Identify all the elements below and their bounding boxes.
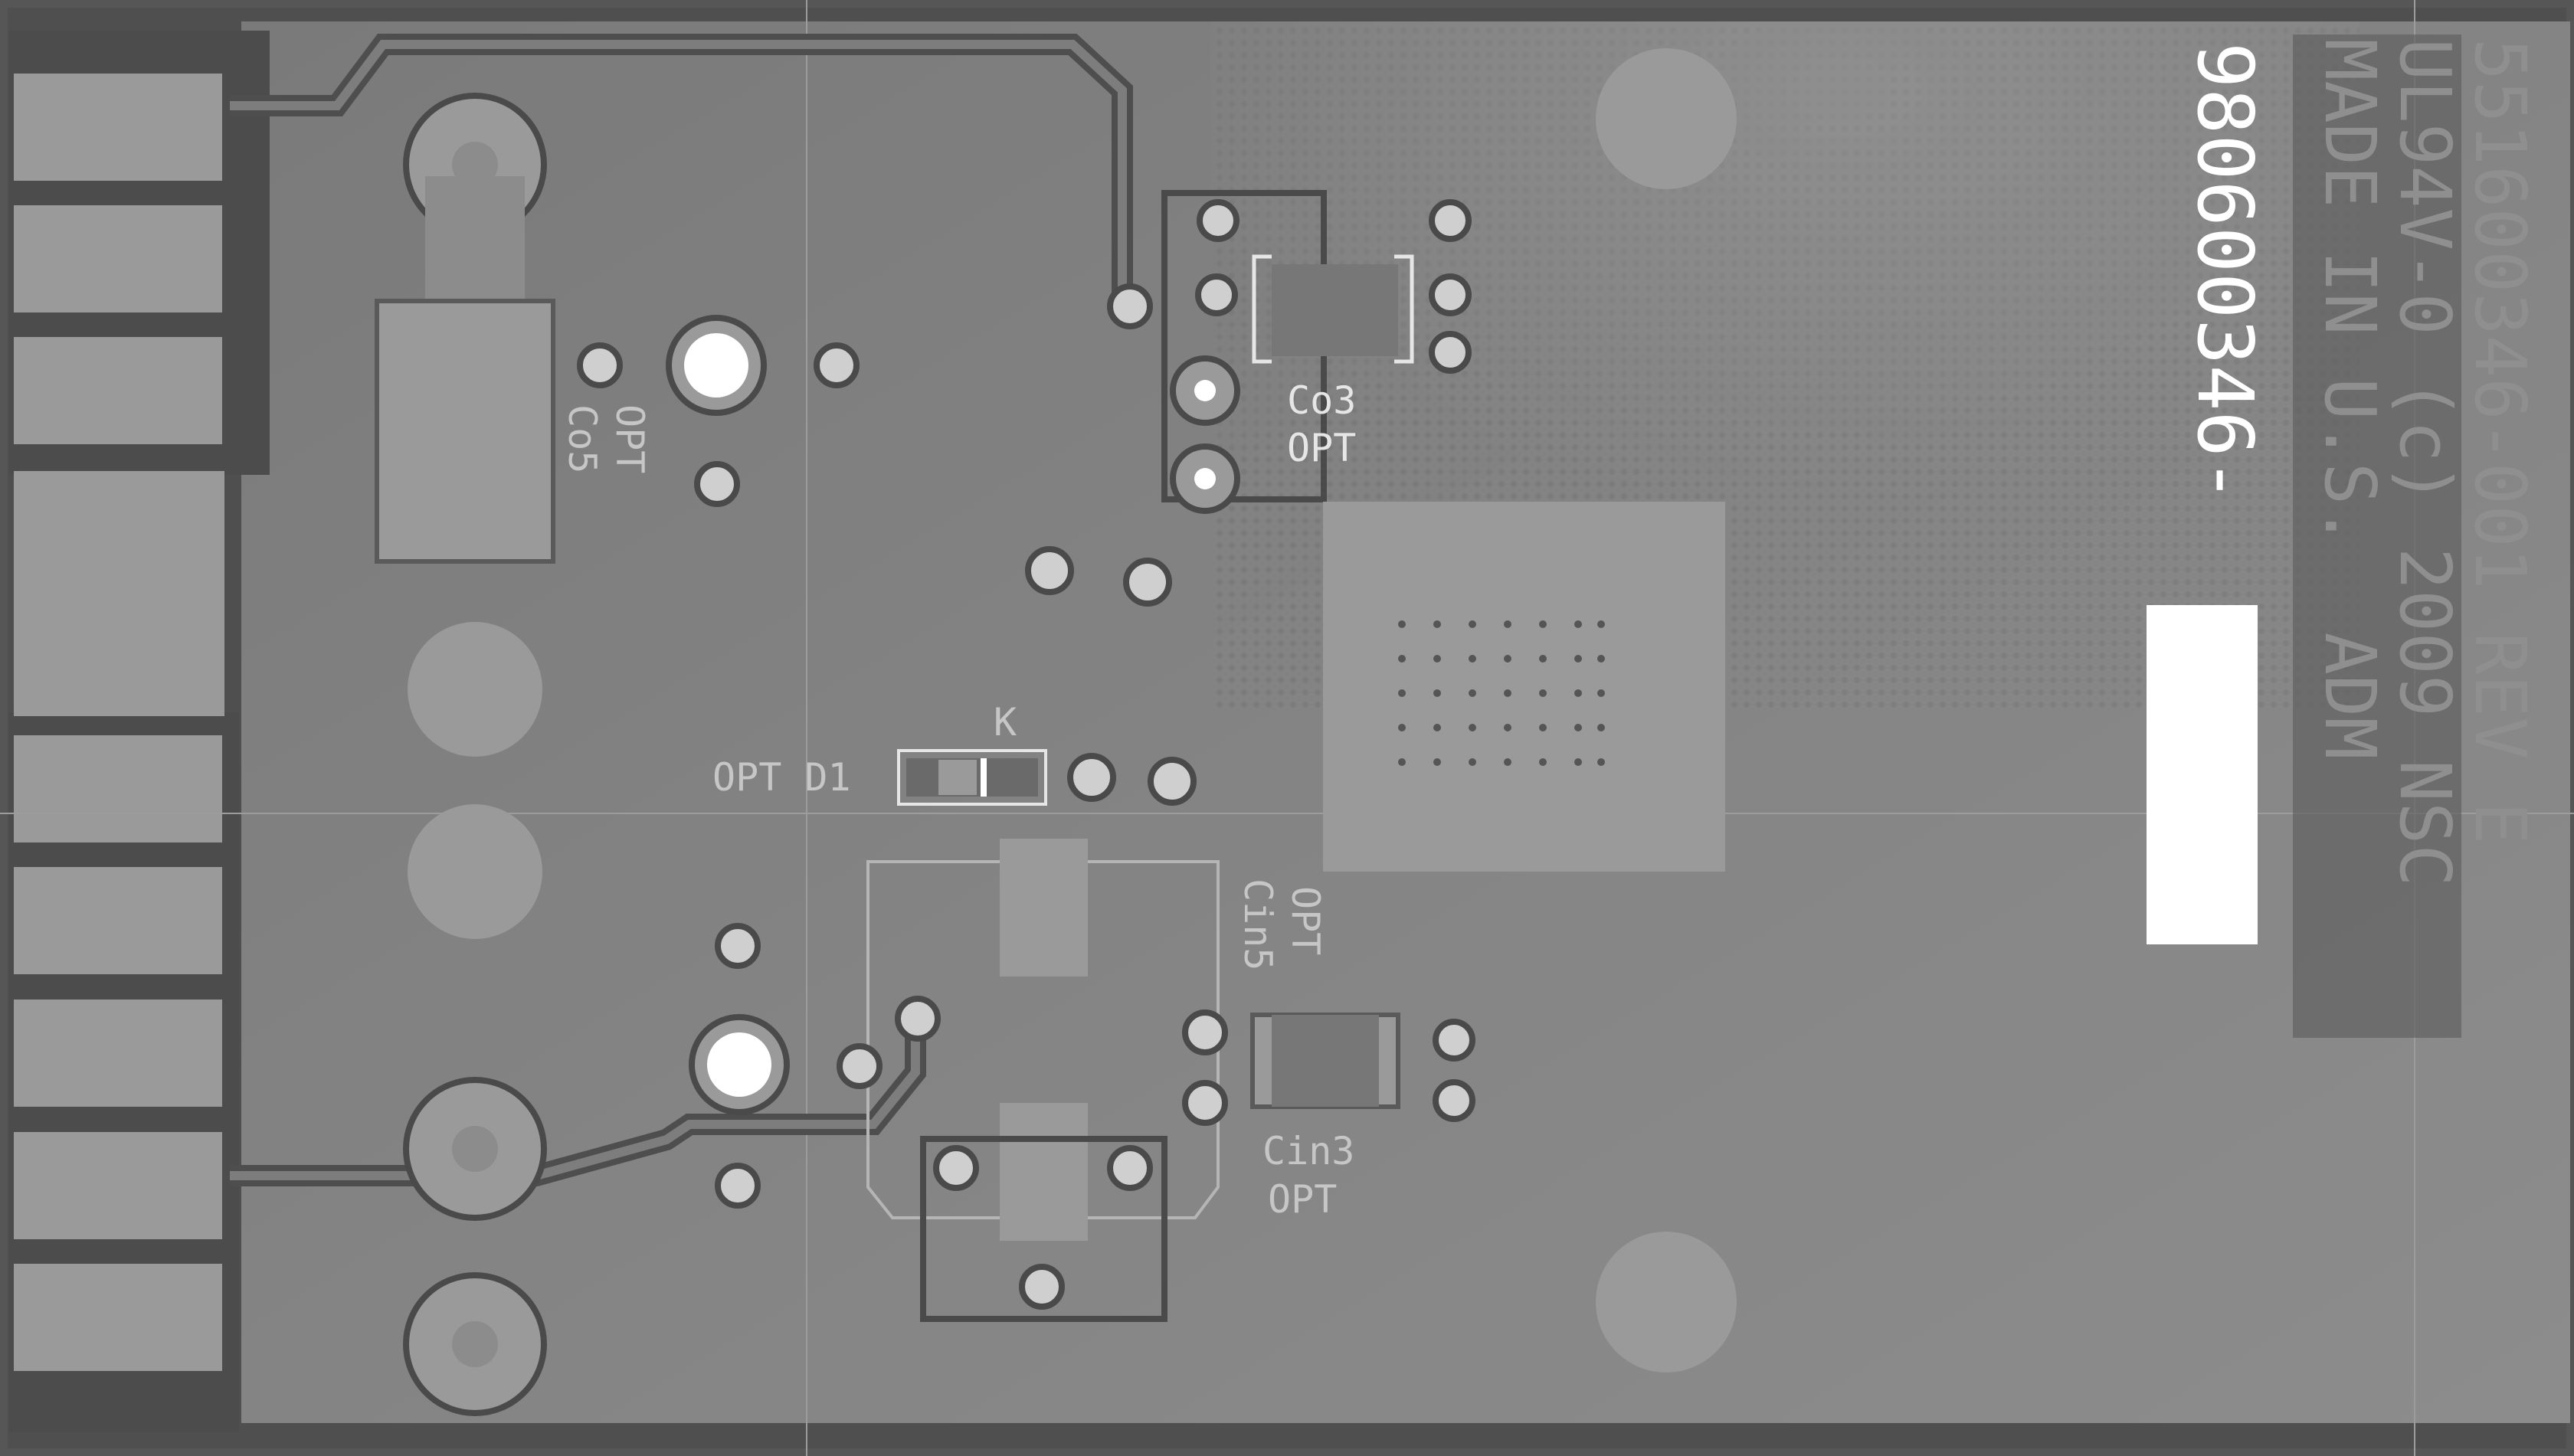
cin5-pad-bottom (1000, 1103, 1088, 1241)
mounting-hole-top-right (1596, 48, 1737, 189)
cin3-opt-label: OPT (1268, 1177, 1337, 1222)
edge-pad-1 (14, 74, 222, 181)
cin5-silkscreen-outline (866, 860, 1220, 1219)
cin5-opt-label: OPT (1283, 886, 1328, 955)
cin3-ref-label: Cin3 (1262, 1129, 1354, 1173)
d1-outline (897, 749, 1047, 806)
co3-opt-label: OPT (1287, 426, 1356, 470)
co3-silkscreen-bracket (1252, 254, 1414, 364)
serial-number: 980600346- (2180, 42, 2270, 503)
cin5-pad-top (1000, 839, 1088, 977)
mounting-hole-bottom-right (1596, 1232, 1737, 1373)
edge-pad-8 (14, 1132, 222, 1239)
edge-pad-9 (14, 1264, 222, 1371)
plated-hole-top-drill (684, 333, 748, 398)
cin5-courtyard (920, 1136, 1167, 1322)
board-part-number: 551600346-001 REV E (2459, 38, 2541, 844)
edge-pad-4 (14, 471, 224, 716)
d1-ref-label: OPT D1 (712, 755, 851, 800)
co3-ref-label: Co3 (1287, 378, 1356, 423)
d1-cathode-band (981, 758, 987, 797)
ic-thermal-pad (1323, 502, 1725, 872)
edge-pad-5 (14, 735, 222, 843)
via-group (577, 199, 1475, 1310)
co5-component (375, 299, 555, 564)
mounting-hole-mid-left-2 (408, 804, 542, 939)
via-large-drill (1194, 380, 1216, 401)
co5-ref-label: Co5 (560, 404, 604, 473)
board-origin: MADE IN U.S. ADM (2309, 38, 2391, 760)
mounting-hole-inner (452, 1126, 498, 1172)
edge-pad-6 (14, 867, 222, 974)
ic-thermal-vias (1398, 620, 1605, 766)
d1-cathode-label: K (994, 700, 1017, 744)
mounting-hole-mid-left-1 (408, 622, 542, 757)
trace-top-inner (230, 40, 1127, 303)
edge-pad-3 (14, 337, 222, 444)
co3-component (1272, 264, 1398, 356)
plated-hole-bottom-drill (707, 1032, 771, 1097)
edge-pad-7 (14, 1000, 222, 1107)
serial-label-block (2147, 605, 2258, 944)
co5-opt-label: OPT (607, 404, 652, 473)
mounting-hole-inner (452, 1321, 498, 1367)
board-info-plate (2293, 34, 2461, 1038)
cin3-body (1272, 1015, 1379, 1107)
board-rating: UL94V-0 (c) 2009 NSC (2384, 38, 2466, 887)
edge-pad-2 (14, 205, 222, 312)
via-large-drill (1194, 468, 1216, 489)
cin5-ref-label: Cin5 (1236, 879, 1280, 970)
d1-pad-left (938, 760, 977, 795)
